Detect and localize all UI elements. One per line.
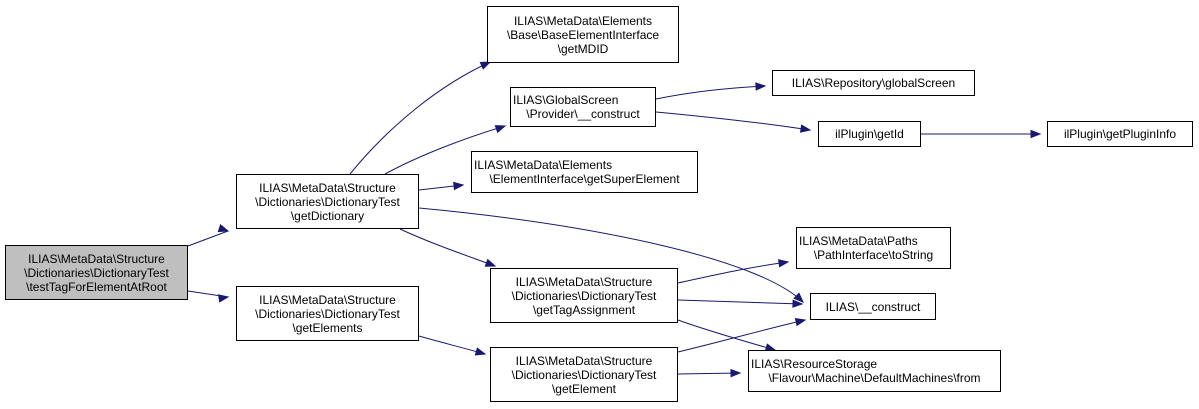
node-label-line: ILIAS\MetaData\Elements (513, 13, 653, 28)
node-label-line: \Provider\__construct (526, 107, 640, 121)
edge-getel-rs-arrowhead (730, 368, 742, 378)
node-global-screen-provider-construct[interactable]: ILIAS\GlobalScreen \Provider\__construct (510, 87, 656, 127)
edge-gettag-paths-arrowhead (778, 259, 790, 268)
node-label-line: \ElementInterface\getSuperElement (489, 172, 680, 186)
node-label-line: \testTagForElementAtRoot (26, 279, 167, 294)
edge-getdict-gsprov (384, 125, 506, 175)
edge-getels-getel (418, 335, 486, 355)
edge-getdict-gettag-arrowhead (484, 258, 497, 267)
edge-getdict-super-arrowhead (453, 181, 465, 191)
node-label-line: ILIAS\MetaData\Structure (28, 251, 165, 266)
edge-gettag-cons (677, 299, 803, 305)
node-label-line: \getElement (551, 381, 617, 396)
node-default-machines-from[interactable]: ILIAS\ResourceStorage \Flavour\Machine\D… (748, 350, 1001, 392)
node-label-line: ILIAS\MetaData\Structure (259, 180, 396, 195)
node-label-line: \Base\BaseElementInterface (506, 27, 660, 42)
node-ilias-construct[interactable]: ILIAS\__construct (810, 293, 936, 320)
node-get-elements[interactable]: ILIAS\MetaData\Structure \Dictionaries\D… (236, 286, 419, 341)
node-label-line: ILIAS\MetaData\Structure (259, 292, 396, 307)
edge-root-getels-arrowhead (217, 294, 230, 303)
node-label-line: \Dictionaries\DictionaryTest (511, 367, 657, 382)
node-label-line: ILIAS\MetaData\Paths (799, 234, 918, 248)
node-label-line: ilPlugin\getId (835, 127, 904, 141)
node-label-line: \Dictionaries\DictionaryTest (255, 194, 400, 209)
edge-root-getdict (187, 230, 229, 247)
node-label-line: ILIAS\ResourceStorage (751, 357, 878, 371)
node-ilplugin-get-plugin-info[interactable]: ilPlugin\getPluginInfo (1047, 121, 1193, 147)
node-label-line: ILIAS\MetaData\Structure (515, 274, 653, 289)
node-label-line: \Flavour\Machine\DefaultMachines\from (768, 371, 981, 385)
node-label-line: \Dictionaries\DictionaryTest (255, 306, 400, 321)
node-get-tag-assignment[interactable]: ILIAS\MetaData\Structure \Dictionaries\D… (490, 268, 678, 323)
node-label-line: \getMDID (557, 41, 609, 56)
edge-gsprov-plugid (655, 111, 811, 131)
node-label-line: ILIAS\__construct (825, 299, 921, 314)
node-get-super-element[interactable]: ILIAS\MetaData\Elements \ElementInterfac… (471, 151, 698, 193)
node-label-line: \Dictionaries\DictionaryTest (24, 265, 169, 280)
edge-getel-rs (677, 372, 741, 375)
edge-plugid-pinfo-arrowhead (1030, 129, 1042, 139)
node-label-line: ILIAS\MetaData\Elements (474, 158, 613, 172)
node-label-line: ILIAS\Repository\globalScreen (791, 76, 956, 90)
edge-root-getdict-arrowhead (217, 224, 230, 233)
edge-gsprov-repo-arrowhead (755, 82, 767, 91)
edge-gettag-rs (677, 319, 776, 351)
edge-getel-cons-arrowhead (794, 318, 807, 327)
node-label-line: \getElements (292, 320, 363, 335)
node-label-line: \getDictionary (290, 208, 365, 223)
edge-getels-getel-arrowhead (474, 347, 487, 356)
edge-getel-cons (677, 319, 806, 353)
node-ilplugin-getid[interactable]: ilPlugin\getId (818, 121, 921, 147)
edge-getdict-cons-arrowhead (793, 292, 804, 303)
node-label-line: \getTagAssignment (532, 302, 636, 317)
node-path-interface-to-string[interactable]: ILIAS\MetaData\Paths \PathInterface\toSt… (796, 227, 951, 269)
node-label-line: ilPlugin\getPluginInfo (1063, 127, 1177, 141)
edge-getdict-mdid-arrowhead (479, 61, 492, 70)
node-label-line: ILIAS\GlobalScreen (513, 93, 619, 107)
node-test-tag-for-element-at-root[interactable]: ILIAS\MetaData\Structure \Dictionaries\D… (5, 245, 188, 300)
edge-getdict-cons (418, 207, 804, 303)
edge-gettag-paths (677, 261, 789, 284)
edge-getdict-mdid (349, 61, 491, 175)
edge-gsprov-plugid-arrowhead (799, 124, 812, 133)
edge-getdict-gsprov-arrowhead (494, 125, 507, 134)
node-get-mdid[interactable]: ILIAS\MetaData\Elements \Base\BaseElemen… (487, 6, 679, 63)
node-label-line: \Dictionaries\DictionaryTest (511, 288, 657, 303)
edge-getdict-gettag (399, 228, 496, 267)
node-get-dictionary[interactable]: ILIAS\MetaData\Structure \Dictionaries\D… (236, 174, 419, 229)
node-label-line: \PathInterface\toString (813, 248, 934, 262)
edge-gsprov-repo (655, 85, 766, 100)
node-label-line: ILIAS\MetaData\Structure (515, 353, 653, 368)
node-get-element[interactable]: ILIAS\MetaData\Structure \Dictionaries\D… (490, 347, 678, 402)
edge-gettag-cons-arrowhead (792, 299, 804, 308)
node-repository-global-screen[interactable]: ILIAS\Repository\globalScreen (772, 70, 975, 96)
